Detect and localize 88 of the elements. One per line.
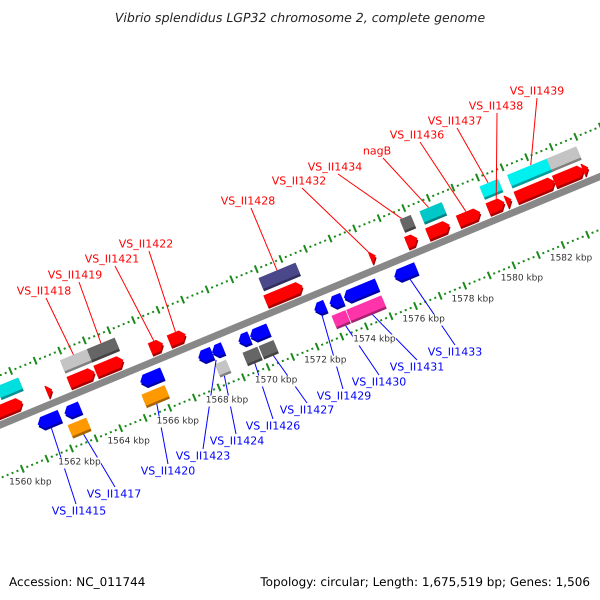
title: Vibrio splendidus LGP32 chromosome 2, complete genome [114,10,486,25]
genome-info-text: Topology: circular; Length: 1,675,519 bp; Genes: 1,506 [260,575,590,589]
gene-feature [198,346,216,364]
gene-block [400,214,416,233]
gene-block [419,202,448,225]
gene-label: VS_II1430 [352,376,406,388]
gene-label: VS_II1432 [272,174,326,188]
gene-feature [456,208,482,230]
gene-feature [514,178,556,206]
scale-label: 1580 kbp [500,274,544,285]
gene-feature [329,292,346,310]
gene-feature [93,356,124,380]
gene-feature [425,221,450,242]
scale-label: 1574 kbp [353,334,396,346]
gene-block [68,418,92,439]
gene-feature [38,410,64,431]
gene-feature [166,330,187,349]
gene-feature [64,402,84,420]
leader-line [372,314,418,360]
gene-label: VS_II1428 [220,194,276,208]
gene-label: VS_II1426 [246,420,300,432]
scale-label: 1568 kbp [206,396,248,407]
gene-label: VS_II1424 [210,434,264,448]
gene-label: VS_II1423 [176,450,230,462]
scale-label: 1578 kbp [452,294,494,305]
gene-feature [263,282,304,309]
gene-label: nagB [362,144,392,158]
gene-label: VS_II1418 [16,284,72,298]
leader-line [250,208,278,271]
gene-feature [238,331,253,348]
scale-label: 1562 kbp [58,457,101,468]
gene-feature [140,367,166,388]
leader-line [202,359,217,450]
gene-label: VS_II1431 [390,360,444,374]
gene-label: VS_II1437 [428,114,482,128]
gene-block [479,178,504,200]
leader-line [338,174,402,220]
gene-feature [44,386,54,400]
gene-label: VS_II1429 [316,390,372,402]
gene-label: VS_II1422 [118,238,174,250]
scale-label: 1572 kbp [304,355,346,366]
leader-line [83,434,116,488]
gene-feature [148,340,164,357]
gene-label: VS_II1434 [308,160,362,174]
leader-line [420,142,466,212]
gene-label: VS_II1436 [390,128,444,142]
gene-feature [580,164,590,178]
gene-block [346,295,387,324]
scale-label: 1560 kbp [9,477,52,488]
gene-feature [394,262,420,283]
leader-line [302,188,369,252]
gene-feature [212,342,226,358]
gene-feature [404,234,418,251]
scale-label: 1564 kbp [107,436,150,448]
gene-label: VS_II1439 [510,84,564,98]
gene-block [332,310,351,330]
gene-label: VS_II1419 [48,268,102,282]
gene-feature [0,398,24,422]
leader-line [148,250,176,332]
leader-line [456,128,489,184]
scale-label: 1570 kbp [254,376,298,386]
accession-text: Accession: NC_011744 [9,575,146,589]
gene-feature [368,252,377,266]
gene-feature [314,300,329,316]
gene-block [242,346,263,366]
gene-label: VS_II1421 [84,252,140,266]
leader-line [46,298,74,356]
leader-line [496,112,498,200]
scale-label: 1566 kbp [156,416,200,428]
gene-label: VS_II1427 [280,404,334,416]
leader-line [382,158,430,208]
gene-block [141,385,170,408]
gene-label: VS_II1417 [86,488,142,500]
gene-label: VS_II1420 [140,464,196,478]
gene-label: VS_II1433 [428,346,482,358]
gene-block [214,360,232,378]
gene-feature [66,368,96,390]
gene-feature [552,166,585,190]
leader-line [530,98,538,166]
scale-label: 1582 kbp [550,253,592,264]
gene-label: VS_II1415 [52,504,106,518]
gene-label: VS_II1438 [468,100,524,112]
leader-line [114,266,154,342]
gene-block [258,340,279,360]
scale-label: 1576 kbp [402,314,445,326]
gene-feature [504,196,512,210]
leader-line [78,282,102,344]
gene-block [0,378,24,400]
